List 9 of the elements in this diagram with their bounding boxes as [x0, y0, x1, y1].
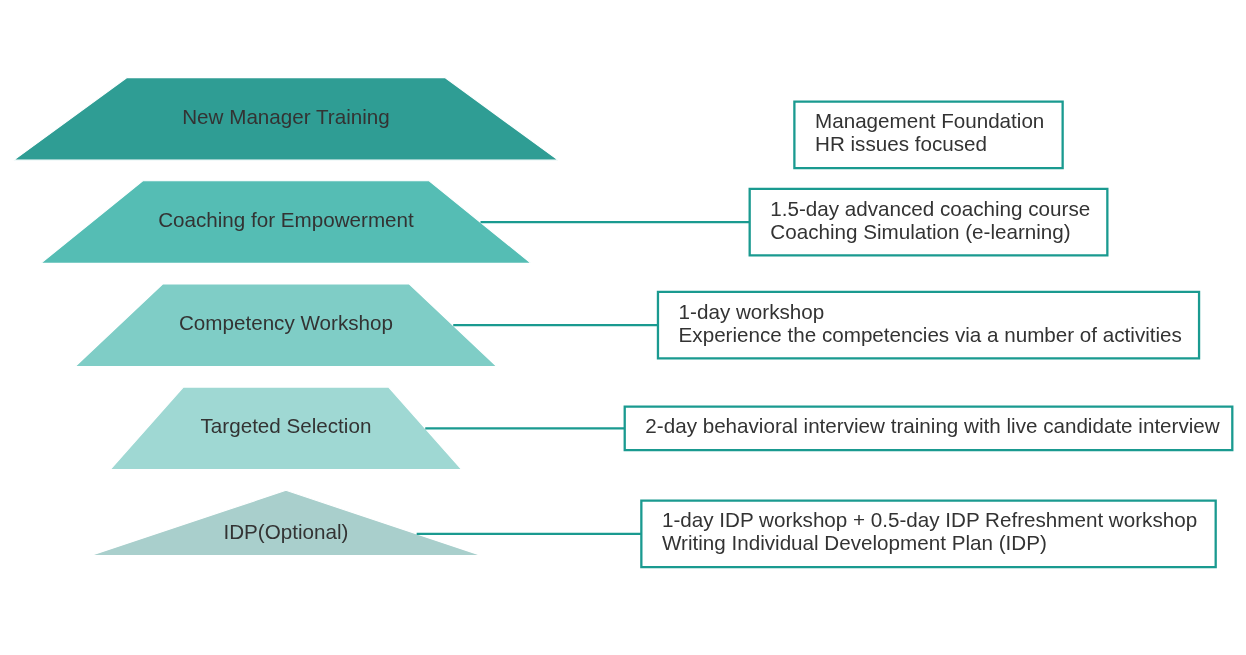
node-box: 2-day behavioral interview training with live candidate interview — [623, 405, 1234, 452]
node-box: 1.5-day advanced coaching course Coaching Simulation (e-learning) — [748, 187, 1109, 257]
node-box: 1-day IDP workshop + 0.5-day IDP Refreshment workshop Writing Individual Development Plan (IDP) — [640, 499, 1217, 569]
connector — [425, 427, 625, 430]
node-box: Management Foundation HR issues focused — [793, 100, 1064, 170]
node-box: 1-day workshop Experience the competencies via a number of activities — [656, 290, 1201, 360]
connector — [416, 532, 642, 535]
connector — [453, 324, 658, 327]
connector — [480, 220, 750, 224]
